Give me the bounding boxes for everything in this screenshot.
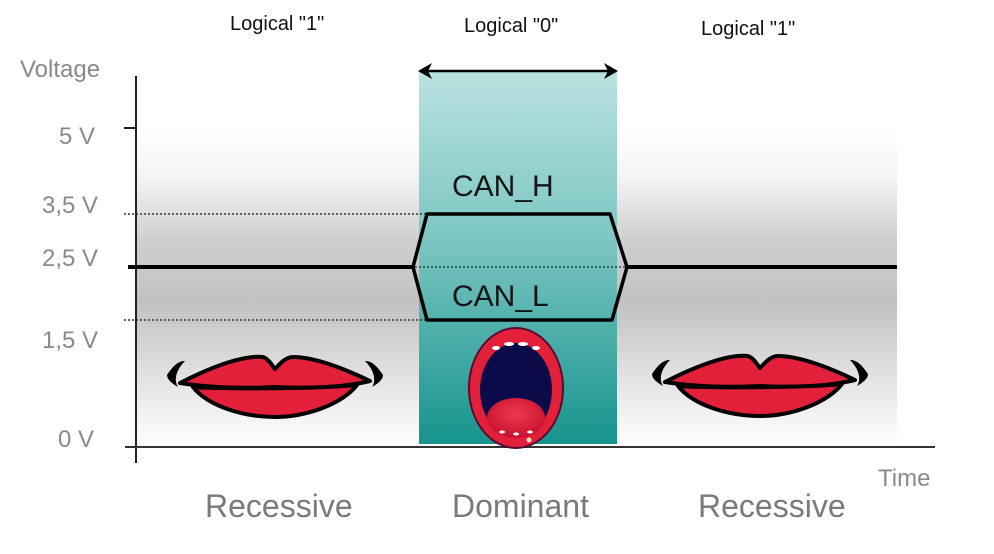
tick-label-3v5: 3,5 V (42, 192, 99, 219)
can-h-signal (411, 212, 629, 268)
can-l-label: CAN_L (452, 280, 549, 313)
can-h-label: CAN_H (452, 170, 554, 203)
logical-1-right-label: Logical "1" (701, 18, 796, 40)
logical-1-left-label: Logical "1" (230, 13, 325, 35)
y-axis-label: Voltage (20, 56, 101, 83)
closed-lips-icon (652, 353, 868, 418)
bit-duration-arrow (418, 63, 618, 79)
logical-0-label: Logical "0" (464, 15, 559, 37)
state-label-recessive-right: Recessive (698, 488, 846, 524)
state-label-recessive-left: Recessive (205, 488, 353, 524)
can-l-signal (411, 266, 629, 322)
tick-label-1v5: 1,5 V (42, 327, 99, 354)
tick-label-2v5: 2,5 V (42, 245, 99, 272)
tick-label-5v: 5 V (59, 123, 96, 150)
tick-label-0v: 0 V (58, 426, 95, 453)
state-label-dominant: Dominant (452, 488, 589, 524)
open-mouth-icon (468, 327, 564, 449)
x-axis-label: Time (878, 465, 931, 492)
closed-lips-icon (167, 354, 383, 419)
